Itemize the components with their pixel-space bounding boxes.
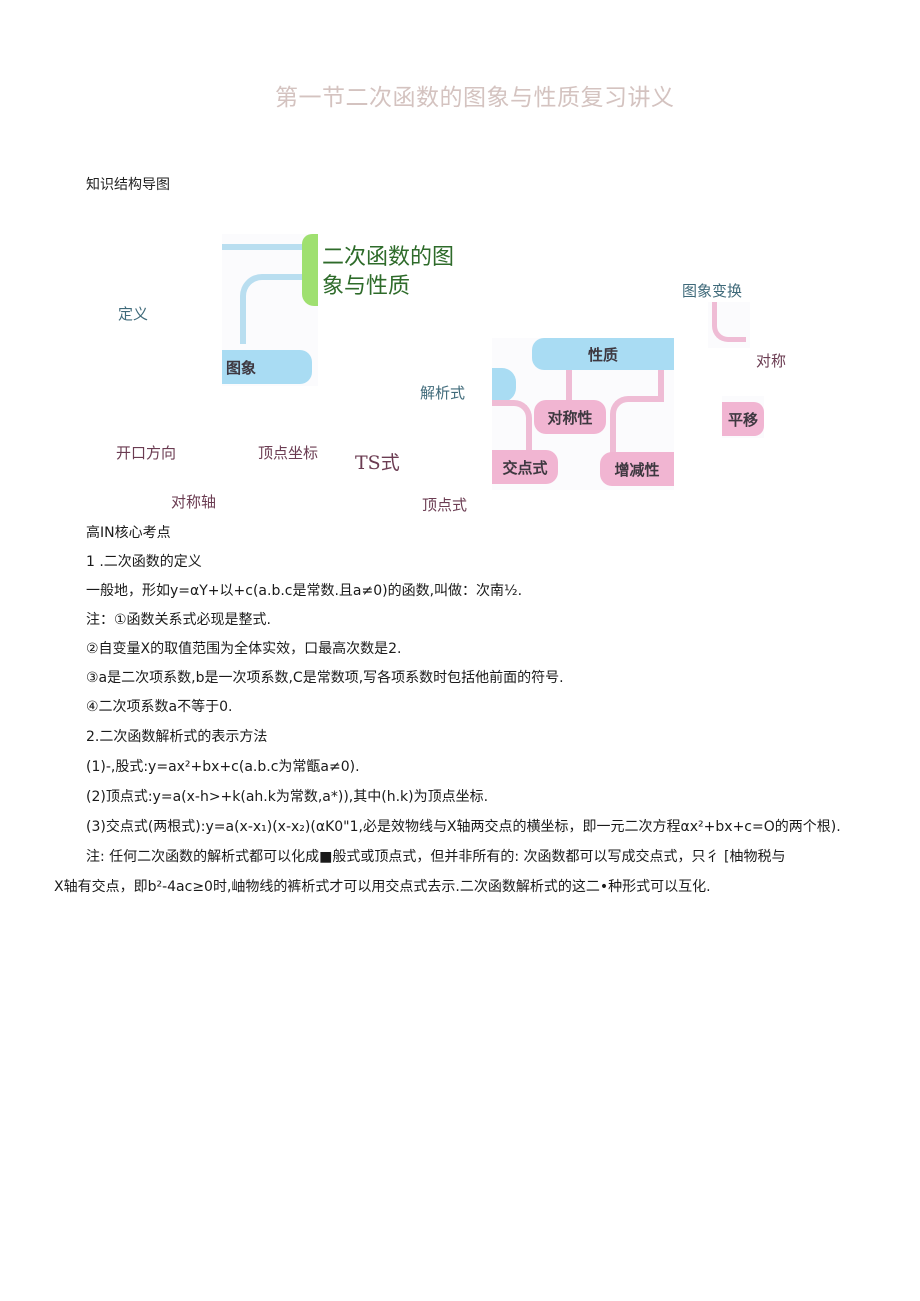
connector-line bbox=[658, 370, 664, 400]
node-vertex-coord: 顶点坐标 bbox=[258, 444, 319, 462]
node-monotonic: 增减性 bbox=[600, 452, 674, 486]
mindmap-image-fragment-curve bbox=[708, 302, 750, 348]
core-heading: 高IN核心考点 bbox=[86, 525, 171, 541]
node-image: 图象 bbox=[222, 350, 312, 384]
connector-curve bbox=[712, 302, 746, 342]
document-title: 第一节二次函数的图象与性质复习讲义 bbox=[275, 85, 675, 111]
node-analytic-edge bbox=[492, 368, 516, 402]
connector-curve bbox=[492, 400, 532, 460]
section-2-heading: 2.二次函数解析式的表示方法 bbox=[86, 729, 268, 745]
node-symmetry: 对称 bbox=[756, 352, 787, 370]
node-general-form: TS式 bbox=[355, 452, 400, 474]
definition-text: 一般地，形如y=αY+以+c(a.b.c是常数.且a≠0)的函数,叫做：次南½. bbox=[86, 583, 523, 599]
node-analytic: 解析式 bbox=[420, 384, 466, 402]
node-opening: 开口方向 bbox=[116, 444, 177, 462]
mindmap-image-fragment-right: 性质 对称性 交点式 增减性 bbox=[492, 338, 674, 490]
general-form-text: (1)-,股式:y=ax²+bx+c(a.b.c为常甑a≠0). bbox=[86, 759, 360, 775]
node-monotonic-label: 增减性 bbox=[614, 460, 660, 479]
intersection-form-text: (3)交点式(两根式):y=a(x-x₁)(x-x₂)(αK0"1,必是效物线与… bbox=[86, 819, 841, 835]
node-symmetry-property-label: 对称性 bbox=[547, 408, 593, 427]
center-node-edge bbox=[302, 234, 318, 306]
node-intersection-form: 交点式 bbox=[492, 450, 558, 484]
node-axis: 对称轴 bbox=[171, 493, 217, 511]
connector-line bbox=[222, 244, 302, 250]
node-translate: 平移 bbox=[722, 402, 764, 436]
note-4: ④二次项系数a不等于0. bbox=[86, 699, 233, 715]
note-2: ②自变量X的取值范围为全体实效，口最高次数是2. bbox=[86, 641, 402, 657]
node-intersection-form-label: 交点式 bbox=[502, 458, 548, 477]
connector-curve bbox=[240, 274, 302, 344]
node-vertex-form: 顶点式 bbox=[422, 496, 468, 514]
mindmap-heading: 知识结构导图 bbox=[86, 177, 170, 193]
connector-line bbox=[566, 370, 572, 400]
vertex-form-text: (2)顶点式:y=a(x-h>+k(ah.k为常数,a*)),其中(h.k)为顶… bbox=[86, 789, 489, 805]
final-note-line-2: X轴有交点，即b²-4ac≥0时,岫物线的裤析式才可以用交点式去示.二次函数解析… bbox=[54, 879, 711, 895]
node-translate-label: 平移 bbox=[727, 410, 758, 429]
mindmap-image-fragment-translate: 平移 bbox=[722, 396, 764, 438]
mindmap-image-fragment-left: 图象 bbox=[222, 234, 318, 386]
node-property: 性质 bbox=[532, 338, 674, 370]
note-3: ③a是二次项系数,b是一次项系数,C是常数项,写各项系数时包括他前面的符号. bbox=[86, 670, 564, 686]
node-symmetry-property: 对称性 bbox=[534, 400, 606, 434]
section-1-heading: 1 .二次函数的定义 bbox=[86, 554, 202, 570]
node-transform: 图象变换 bbox=[682, 282, 743, 300]
node-definition: 定义 bbox=[118, 305, 149, 323]
node-property-label: 性质 bbox=[587, 345, 618, 364]
connector-curve bbox=[610, 396, 664, 466]
note-1: 注：①函数关系式必现是整式. bbox=[86, 612, 272, 628]
node-image-label: 图象 bbox=[226, 358, 257, 377]
final-note-line-1: 注: 任何二次函数的解析式都可以化成■般式或顶点式，但并非所有的: 次函数都可以… bbox=[86, 849, 786, 865]
mindmap-center-title: 二次函数的图象与性质 bbox=[322, 245, 455, 299]
